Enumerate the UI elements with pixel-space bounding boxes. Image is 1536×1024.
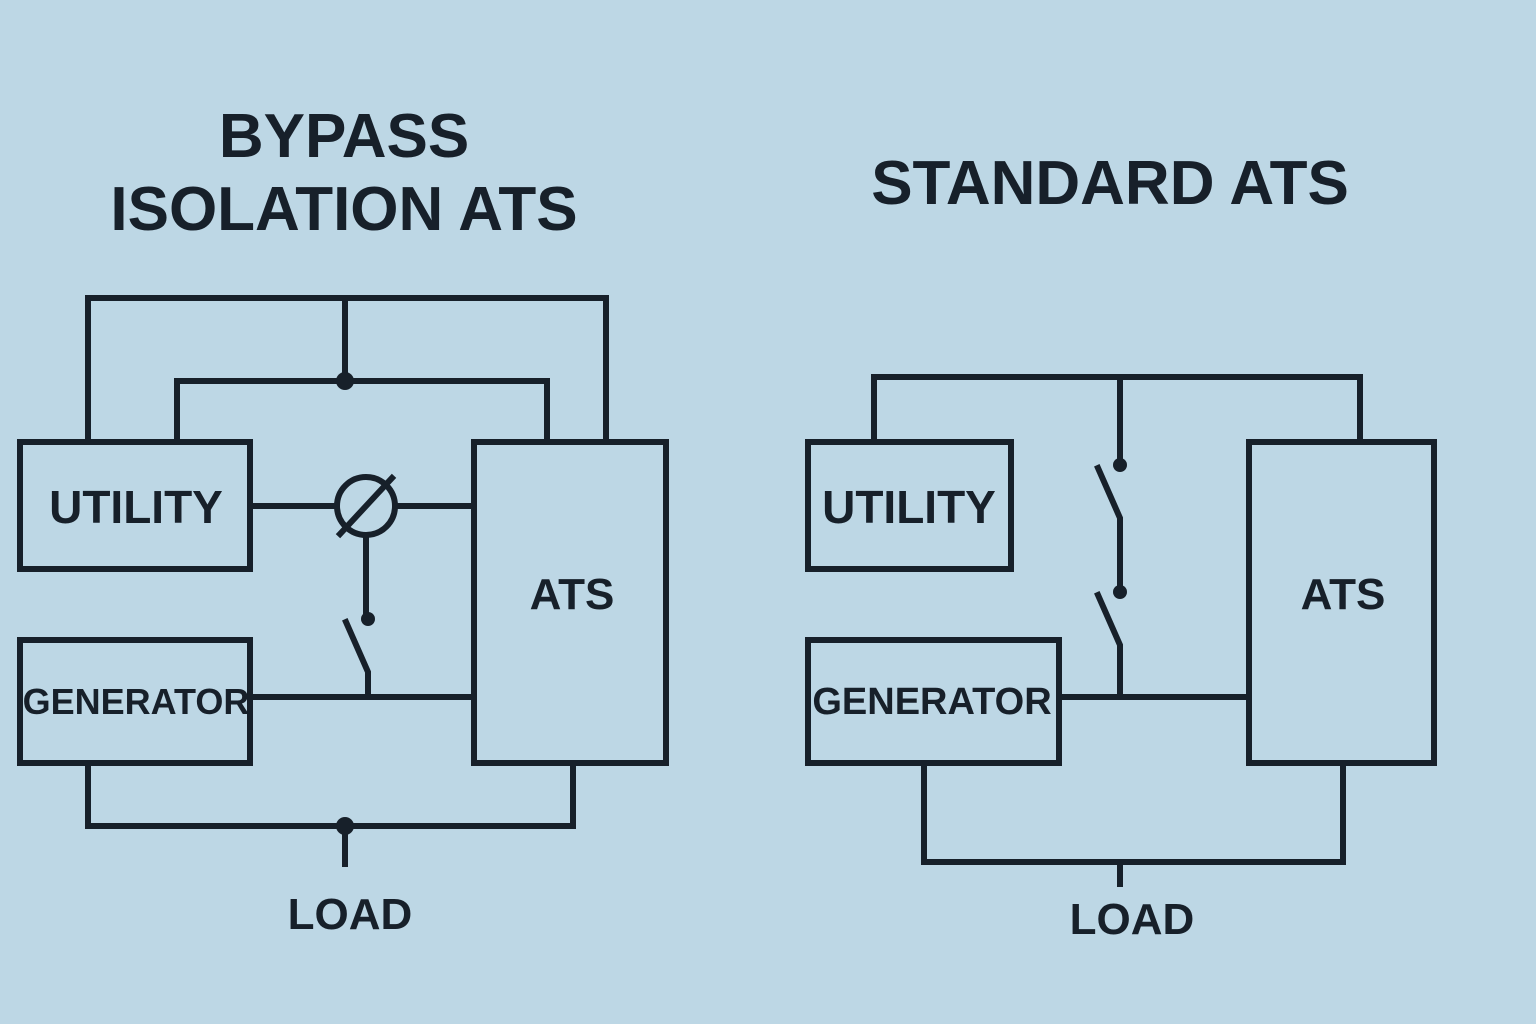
right-upper-switch-icon (1094, 464, 1123, 592)
right-utility-label: UTILITY (822, 481, 996, 533)
left-generator-label: GENERATOR (23, 681, 250, 722)
right-upper-switch-contact-dot (1113, 458, 1127, 472)
right-generator-label: GENERATOR (812, 681, 1051, 723)
left-ats-label: ATS (530, 570, 615, 619)
left-inner-bus (174, 378, 550, 443)
left-utility-box (17, 439, 253, 572)
right-title: STANDARD ATS (871, 149, 1349, 218)
right-utility-box (805, 439, 1014, 572)
right-ats-box (1246, 439, 1437, 766)
right-ats-label: ATS (1301, 570, 1386, 619)
right-lower-switch-contact-dot (1113, 585, 1127, 599)
left-top-junction-dot (336, 372, 354, 390)
left-load-label: LOAD (288, 890, 413, 939)
left-utility-label: UTILITY (49, 481, 223, 533)
left-load-bus (85, 760, 576, 829)
right-generator-box (805, 637, 1062, 766)
left-title-line2: ISOLATION ATS (110, 175, 577, 244)
left-switch-contact-dot (361, 612, 375, 626)
bypass-switch-icon (342, 618, 371, 699)
isolation-breaker-slash (335, 473, 397, 539)
left-load-junction-dot (336, 817, 354, 835)
bypass-isolation-ats-diagram: BYPASS ISOLATION ATS UTILITY GENERATOR A… (17, 102, 669, 939)
standard-ats-diagram: STANDARD ATS UTILITY GENERATOR ATS LOAD (805, 149, 1437, 944)
left-title-line1: BYPASS (219, 102, 469, 171)
left-generator-box (17, 637, 253, 766)
left-ats-box (471, 439, 669, 766)
right-load-bus (921, 760, 1346, 865)
right-load-label: LOAD (1070, 895, 1195, 944)
right-lower-switch-icon (1094, 591, 1123, 700)
